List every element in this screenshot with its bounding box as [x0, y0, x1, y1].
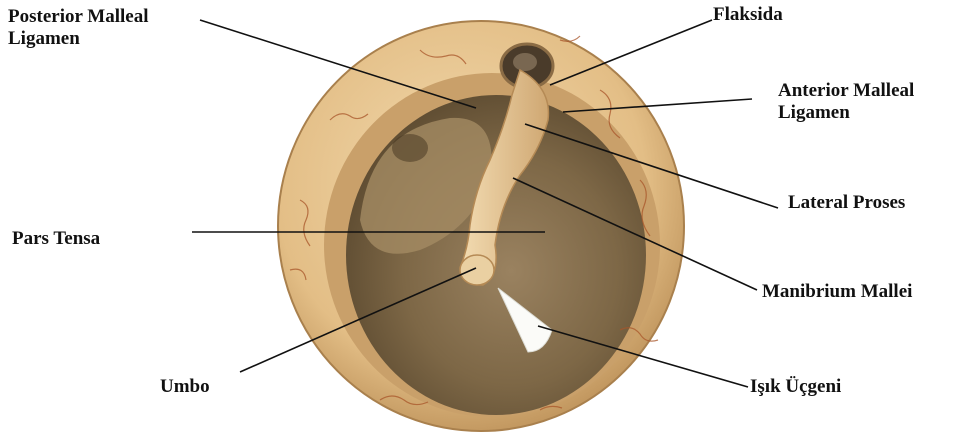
label-flaksida: Flaksida — [713, 4, 783, 26]
umbo-knob — [460, 255, 494, 285]
label-pars-tensa: Pars Tensa — [12, 228, 100, 250]
label-anterior-line2: Ligamen — [778, 102, 914, 124]
label-posterior-malleal-ligamen: Posterior Malleal Ligamen — [8, 6, 149, 50]
label-lateral-proses: Lateral Proses — [788, 192, 905, 214]
label-isik-ucgeni: Işık Üçgeni — [750, 376, 841, 398]
label-anterior-malleal-ligamen: Anterior Malleal Ligamen — [778, 80, 914, 124]
label-posterior-line1: Posterior Malleal — [8, 6, 149, 28]
label-umbo: Umbo — [160, 376, 210, 398]
label-manibrium-mallei: Manibrium Mallei — [762, 281, 912, 303]
flaksida-highlight — [513, 53, 537, 71]
label-anterior-line1: Anterior Malleal — [778, 80, 914, 102]
label-posterior-line2: Ligamen — [8, 28, 149, 50]
membrane-dark-spot — [392, 134, 428, 162]
